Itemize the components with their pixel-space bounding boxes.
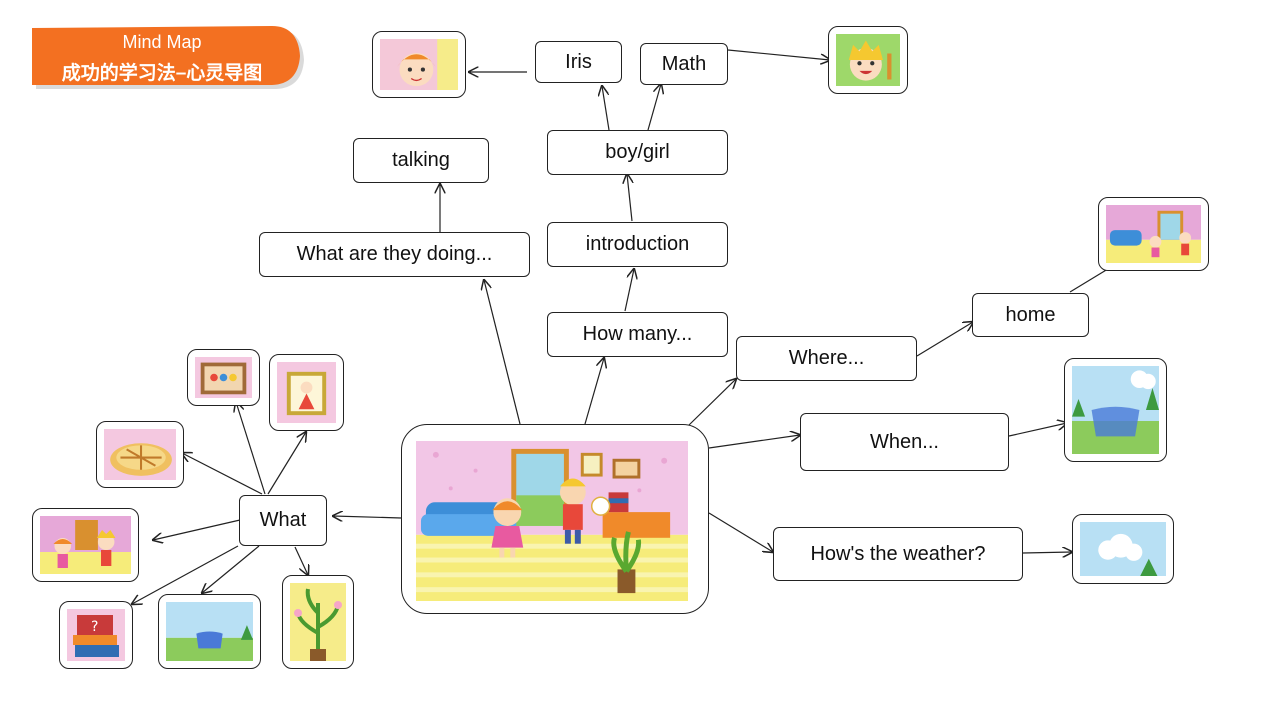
node-iris[interactable]: Iris bbox=[535, 41, 622, 83]
link-what-plant bbox=[294, 546, 308, 575]
banner-title: Mind Map bbox=[122, 32, 202, 52]
thumb-girl-poster[interactable] bbox=[269, 354, 344, 431]
link-what-goal bbox=[202, 545, 260, 593]
node-what-are-they-doing[interactable]: What are they doing... bbox=[259, 232, 530, 277]
thumb-sky-weather[interactable] bbox=[1072, 514, 1174, 584]
link-where-home bbox=[916, 322, 973, 357]
node-talking[interactable]: talking bbox=[353, 138, 489, 183]
link-center-where bbox=[687, 379, 736, 427]
node-introduction[interactable]: introduction bbox=[547, 222, 728, 267]
thumb-pizza[interactable] bbox=[96, 421, 184, 488]
poster-icon bbox=[277, 362, 336, 423]
link-what-kids bbox=[153, 519, 241, 540]
node-boy-girl[interactable]: boy/girl bbox=[547, 130, 728, 175]
banner-shape bbox=[32, 26, 304, 89]
link-center-how-many bbox=[584, 358, 604, 425]
link-boy-girl-math bbox=[647, 84, 661, 131]
thumb-books[interactable]: ? bbox=[59, 601, 133, 669]
node-home[interactable]: home bbox=[972, 293, 1089, 337]
goal-net-icon bbox=[1072, 366, 1159, 454]
link-how-many-introduction bbox=[624, 269, 634, 312]
books-icon: ? bbox=[67, 609, 125, 661]
link-boy-girl-iris bbox=[602, 86, 610, 131]
node-when[interactable]: When... bbox=[800, 413, 1009, 471]
node-what[interactable]: What bbox=[239, 495, 327, 546]
link-center-weather bbox=[708, 512, 773, 552]
link-math-thumb bbox=[727, 49, 830, 60]
svg-text:?: ? bbox=[91, 619, 98, 635]
boy-face-icon bbox=[836, 34, 900, 86]
thumb-home-room[interactable] bbox=[1098, 197, 1209, 271]
link-center-what-doing bbox=[484, 280, 521, 425]
kids-icon bbox=[40, 516, 131, 574]
girl-face-icon bbox=[380, 39, 458, 90]
node-where[interactable]: Where... bbox=[736, 336, 917, 381]
link-what-picture-frame bbox=[236, 402, 266, 495]
park-goal-icon bbox=[166, 602, 253, 661]
central-scene-image[interactable] bbox=[401, 424, 709, 614]
link-when-thumb bbox=[1008, 423, 1067, 437]
link-what-pizza bbox=[182, 453, 263, 495]
pizza-icon bbox=[104, 429, 176, 480]
thumb-plant[interactable] bbox=[282, 575, 354, 669]
cloudy-sky-icon bbox=[1080, 522, 1166, 576]
node-how-many[interactable]: How many... bbox=[547, 312, 728, 357]
banner-subtitle: 成功的学习法–心灵导图 bbox=[61, 63, 263, 84]
thumb-boy-math[interactable] bbox=[828, 26, 908, 94]
thumb-park-goal[interactable] bbox=[1064, 358, 1167, 462]
link-what-books bbox=[132, 545, 239, 604]
thumb-goal[interactable] bbox=[158, 594, 261, 669]
link-what-girl-poster bbox=[267, 432, 306, 495]
link-weather-thumb bbox=[1022, 552, 1072, 553]
thumb-kids[interactable] bbox=[32, 508, 139, 582]
thumb-picture-frame[interactable] bbox=[187, 349, 260, 406]
link-introduction-boy-girl bbox=[627, 174, 632, 222]
node-hows-the-weather[interactable]: How's the weather? bbox=[773, 527, 1023, 581]
mind-map-banner: Mind Map 成功的学习法–心灵导图 bbox=[32, 26, 304, 90]
link-center-when bbox=[708, 435, 800, 449]
living-room-scene bbox=[416, 441, 688, 601]
link-center-what bbox=[333, 516, 402, 518]
node-math[interactable]: Math bbox=[640, 43, 728, 85]
living-room-icon bbox=[1106, 205, 1201, 263]
thumb-girl-iris[interactable] bbox=[372, 31, 466, 98]
picture-frame-icon bbox=[195, 357, 252, 398]
plant-icon bbox=[290, 583, 346, 661]
